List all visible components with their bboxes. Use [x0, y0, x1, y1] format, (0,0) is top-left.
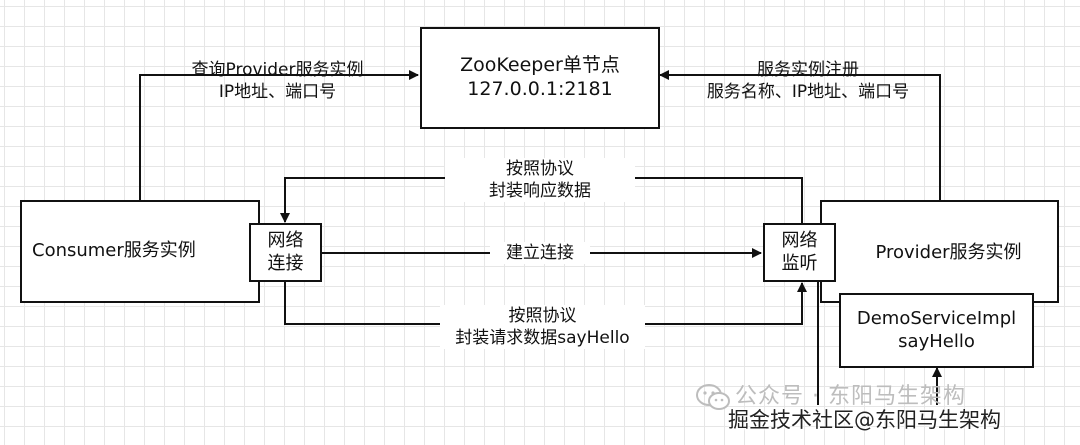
edge-response-label: 按照协议 封装响应数据	[445, 158, 635, 203]
provider-title: Provider服务实例	[875, 242, 1022, 263]
edge-query	[139, 70, 419, 200]
edge-request-line1: 按照协议	[508, 306, 577, 326]
zookeeper-address: 127.0.0.1:2181	[467, 78, 613, 100]
impl-class-name: DemoServiceImpl	[856, 308, 1017, 329]
edge-request-label: 按照协议 封装请求数据sayHello	[440, 305, 645, 350]
edge-query-line1: 查询Provider服务实例	[191, 60, 364, 80]
zookeeper-node-box: ZooKeeper单节点 127.0.0.1:2181	[420, 27, 660, 129]
edge-register-line1: 服务实例注册	[757, 60, 859, 80]
edge-connect-text: 建立连接	[506, 243, 574, 263]
edge-request-line2: 封装请求数据sayHello	[455, 328, 630, 349]
edge-query-label: 查询Provider服务实例 IP地址、端口号	[170, 59, 385, 103]
wechat-icon	[696, 384, 730, 410]
edge-register	[659, 70, 941, 200]
provider-instance-box: Provider服务实例	[820, 200, 1059, 303]
demo-service-impl-box: DemoServiceImpl sayHello	[839, 293, 1034, 368]
consumer-network-connect-box: 网络 连接	[249, 223, 322, 282]
watermark-official-account: 公众号 · 东阳马生架构	[735, 384, 966, 409]
provider-net-line1: 网络	[781, 230, 818, 251]
edge-query-line2: IP地址、端口号	[218, 82, 337, 103]
provider-net-line2: 监听	[781, 252, 818, 274]
edge-connect-label: 建立连接	[490, 242, 590, 265]
watermark-community: 掘金技术社区@东阳马生架构	[728, 408, 1001, 432]
consumer-net-line2: 连接	[267, 252, 304, 274]
edge-response-line2: 封装响应数据	[489, 181, 591, 202]
zookeeper-title: ZooKeeper单节点	[460, 54, 620, 77]
consumer-net-line1: 网络	[267, 230, 304, 251]
consumer-title: Consumer服务实例	[32, 240, 196, 262]
edge-response-line1: 按照协议	[506, 159, 574, 179]
impl-method-name: sayHello	[898, 330, 975, 352]
consumer-instance-box: Consumer服务实例	[20, 200, 260, 303]
edge-register-label: 服务实例注册 服务名称、IP地址、端口号	[683, 59, 933, 103]
provider-network-listen-box: 网络 监听	[763, 223, 836, 282]
edge-register-line2: 服务名称、IP地址、端口号	[706, 82, 910, 103]
